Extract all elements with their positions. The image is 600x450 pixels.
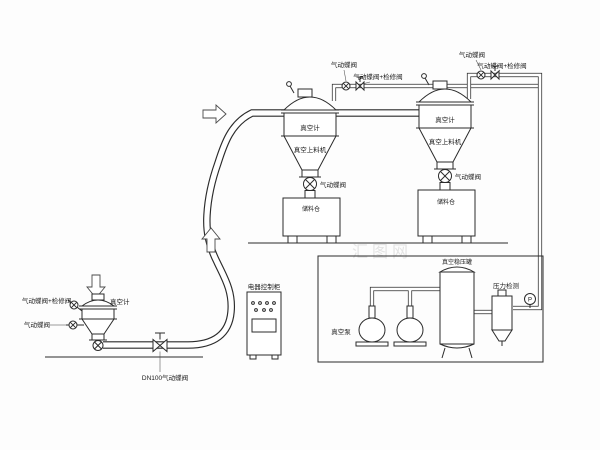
unit2-bin-label: 储料仓 [437, 198, 455, 206]
unit2-discharge-valve-label: 气动蝶阀 [455, 172, 481, 181]
vacuum-pump-2 [393, 305, 427, 347]
flow-arrow-up-icon [201, 227, 221, 253]
flow-arrows [86, 103, 227, 299]
pressure-gauge-letter: P [528, 298, 532, 304]
feed-station: 气动蝶阀+检修阀 气动蝶阀 真空计 [22, 293, 130, 351]
cyclone-unit-1: 气动蝶阀 气动蝶阀+检修阀 真空计 真空上料机 气动蝶阀 储料仓 [280, 60, 403, 244]
buffer-tank [438, 266, 476, 359]
watermark-text: 汇图网 [352, 243, 412, 261]
filter-vessel [491, 289, 513, 346]
pressure-gauge-icon: P [524, 293, 536, 308]
unit1-top-valve-label: 气动蝶阀 [331, 60, 357, 69]
cabinet-label: 电器控制柜 [248, 282, 281, 291]
unit1-top-valve-service-label: 气动蝶阀+检修阀 [353, 72, 402, 81]
top-butterfly-valve-icon [341, 81, 351, 91]
unit1-name-label: 真空上料机 [294, 145, 327, 154]
unit2-top-valve-service-label: 气动蝶阀+检修阀 [477, 61, 526, 70]
butterfly-valve-icon [68, 320, 78, 330]
pressure-label: 压力检测 [493, 281, 520, 290]
pump-room: 真空泵 真空稳压罐 压力检测 P [317, 255, 544, 363]
station-gauge-label: 真空计 [110, 297, 130, 306]
station-valve-label: 气动蝶阀 [24, 320, 50, 329]
pump-label: 真空泵 [331, 327, 351, 336]
storage-bin [282, 197, 341, 237]
flow-arrow-right-icon [202, 103, 227, 125]
storage-bin [417, 189, 476, 237]
station-service-valve-label: 气动蝶阀+检修阀 [22, 296, 71, 305]
unit1-gauge-label: 真空计 [300, 123, 320, 132]
pump-room-box [317, 255, 544, 363]
unit2-name-label: 真空上料机 [429, 137, 462, 146]
line-valve-icon [152, 338, 161, 353]
line-valve: DN100气动蝶阀 [142, 332, 188, 382]
tank-label: 真空稳压罐 [442, 258, 472, 266]
butterfly-valve-icon [92, 340, 104, 351]
line-valve-label: DN100气动蝶阀 [142, 373, 188, 382]
vacuum-pump-1 [355, 305, 389, 347]
control-cabinet: 电器控制柜 [246, 282, 282, 360]
unit2-top-valve-label: 气动蝶阀 [459, 50, 485, 59]
flow-arrow-down-icon [86, 274, 106, 299]
top-butterfly-valve-icon [476, 70, 486, 80]
unit2-gauge-label: 真空计 [435, 115, 455, 124]
unit1-discharge-valve-label: 气动蝶阀 [320, 180, 346, 189]
unit1-bin-label: 储料仓 [302, 205, 320, 213]
cyclone-unit-2: 气动蝶阀 气动蝶阀+检修阀 真空计 真空上料机 气动蝶阀 储料仓 [415, 50, 527, 244]
